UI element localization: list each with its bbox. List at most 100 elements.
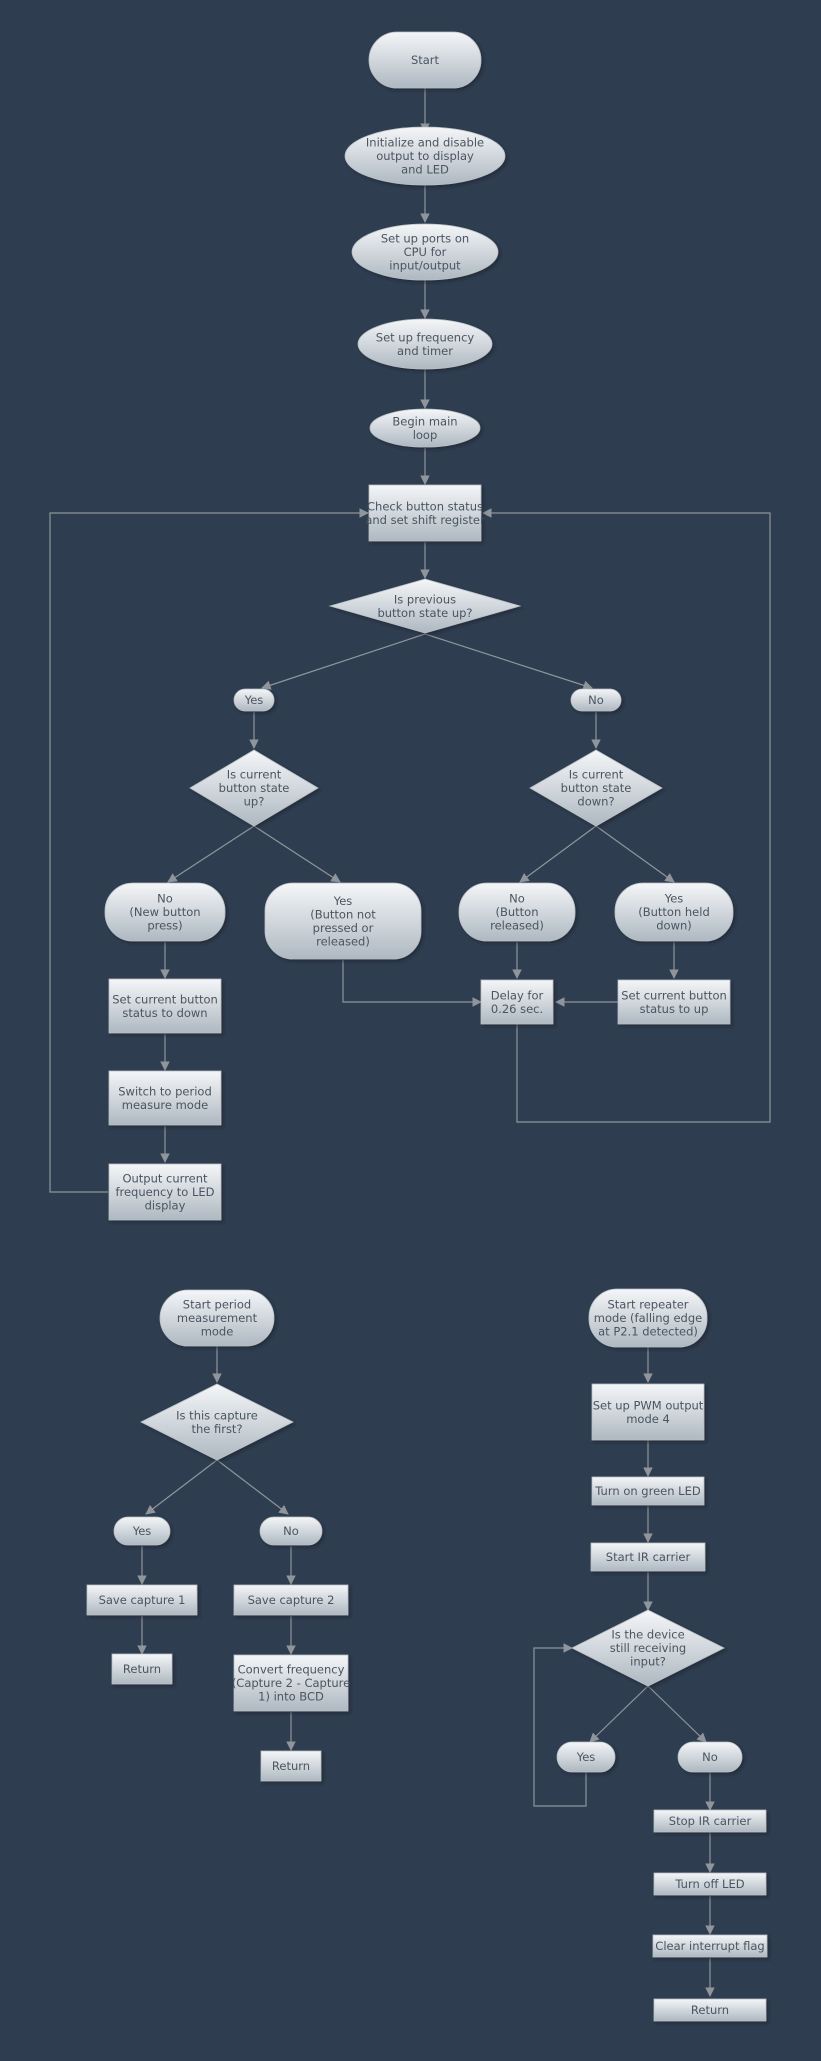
switch-period-node-text: Switch to period bbox=[118, 1084, 212, 1098]
edge-prevq-yes bbox=[261, 633, 426, 690]
delay-node-shape bbox=[480, 979, 554, 1025]
curr-down-decision-text: down? bbox=[577, 795, 614, 809]
repeater-start-node-text: at P2.1 detected) bbox=[598, 1325, 698, 1339]
main-loop-node-text: Begin main bbox=[392, 414, 457, 428]
released-node-shape bbox=[458, 882, 576, 942]
clear-flag-node-shape bbox=[652, 1934, 768, 1958]
green-led-node-shape bbox=[591, 1476, 705, 1506]
not-pressed-node-shape bbox=[264, 882, 422, 960]
convert-node-shape bbox=[233, 1654, 349, 1712]
return1-node-text: Return bbox=[123, 1662, 161, 1676]
period-no-label: No bbox=[259, 1516, 323, 1546]
start-node-text: Start bbox=[411, 53, 440, 67]
not-pressed-node-text: Yes bbox=[333, 894, 353, 908]
convert-node: Convert frequency(Capture 2 - Capture1) … bbox=[232, 1654, 350, 1712]
freq-timer-node-text: and timer bbox=[397, 344, 453, 358]
first-capture-decision-text: Is this capture bbox=[176, 1408, 258, 1422]
return1-node-shape bbox=[111, 1653, 173, 1685]
repeater-start-node-text: Start repeater bbox=[607, 1298, 688, 1312]
ports-node-text: Set up ports on bbox=[381, 232, 469, 246]
held-node-text: Yes bbox=[664, 892, 684, 906]
start-node-shape bbox=[368, 31, 482, 89]
convert-node-text: (Capture 2 - Capture bbox=[232, 1676, 350, 1690]
ports-node-text: input/output bbox=[389, 259, 461, 273]
prev-state-decision-text: button state up? bbox=[377, 606, 472, 620]
prev-state-decision-text: Is previous bbox=[394, 592, 456, 606]
curr-up-decision-text: button state bbox=[219, 781, 290, 795]
output-freq-node-text: Output current bbox=[122, 1172, 208, 1186]
new-press-node-text: press) bbox=[147, 919, 182, 933]
edge-firstq-yes bbox=[145, 1459, 218, 1515]
period-yes-label: Yes bbox=[113, 1516, 171, 1546]
edge-currupq-newpress bbox=[167, 825, 255, 883]
curr-down-decision-text: button state bbox=[561, 781, 632, 795]
edge-currupq-notpressed bbox=[253, 825, 341, 883]
ports-node-text: CPU for bbox=[404, 245, 447, 259]
repeater-yes-label: Yes bbox=[556, 1741, 616, 1773]
main-loop-node-text: loop bbox=[413, 428, 438, 442]
clear-flag-node: Clear interrupt flag bbox=[652, 1934, 768, 1958]
stop-ir-node-text: Stop IR carrier bbox=[669, 1814, 752, 1828]
set-down-node-shape bbox=[108, 978, 222, 1034]
delay-node-text: 0.26 sec. bbox=[491, 1002, 543, 1016]
prev-yes-label-text: Yes bbox=[244, 693, 264, 707]
edge-output-loopback bbox=[49, 508, 369, 1193]
led-off-node: Turn off LED bbox=[653, 1872, 767, 1896]
prev-no-label-shape bbox=[570, 688, 622, 712]
return2-node: Return bbox=[260, 1750, 322, 1782]
repeater-start-node-text: mode (falling edge bbox=[594, 1311, 702, 1325]
receiving-decision-text: Is the device bbox=[611, 1628, 684, 1642]
repeater-yes-label-shape bbox=[556, 1741, 616, 1773]
return1-node: Return bbox=[111, 1653, 173, 1685]
curr-up-decision-shape bbox=[189, 749, 319, 827]
init-node-text: output to display bbox=[376, 149, 474, 163]
held-node-text: (Button held bbox=[638, 905, 710, 919]
new-press-node-text: No bbox=[157, 892, 173, 906]
repeater-start-node-shape bbox=[588, 1288, 708, 1348]
switch-period-node-shape bbox=[108, 1070, 222, 1126]
main-loop-node-shape bbox=[369, 408, 481, 448]
save1-node-text: Save capture 1 bbox=[99, 1593, 186, 1607]
held-node-shape bbox=[614, 882, 734, 942]
prev-no-label: No bbox=[570, 688, 622, 712]
stop-ir-node: Stop IR carrier bbox=[653, 1809, 767, 1833]
edge-currdownq-held bbox=[595, 825, 675, 883]
freq-timer-node-text: Set up frequency bbox=[376, 330, 475, 344]
save2-node-text: Save capture 2 bbox=[248, 1593, 335, 1607]
edge-currdownq-released bbox=[519, 825, 597, 883]
curr-up-decision-text: Is current bbox=[227, 768, 282, 782]
set-up-node-shape bbox=[617, 979, 731, 1025]
curr-up-decision-text: up? bbox=[244, 795, 265, 809]
edge-ryes-loopback bbox=[533, 1643, 587, 1807]
first-capture-decision-text: the first? bbox=[191, 1422, 242, 1436]
period-start-node-text: measurement bbox=[177, 1311, 258, 1325]
return2-node-text: Return bbox=[272, 1759, 310, 1773]
prev-no-label-text: No bbox=[588, 693, 604, 707]
init-node-text: Initialize and disable bbox=[366, 136, 484, 150]
set-up-node-text: Set current button bbox=[621, 988, 727, 1002]
prev-yes-label-shape bbox=[233, 688, 275, 712]
check-button-node-shape bbox=[368, 484, 482, 542]
first-capture-decision-shape bbox=[140, 1383, 294, 1461]
pwm-node-text: Set up PWM output bbox=[593, 1398, 704, 1412]
output-freq-node-text: frequency to LED bbox=[115, 1185, 214, 1199]
led-off-node-text: Turn off LED bbox=[674, 1877, 744, 1891]
receiving-decision-text: still receiving bbox=[610, 1641, 686, 1655]
delay-node-text: Delay for bbox=[491, 988, 544, 1002]
main-flow-edges bbox=[49, 88, 771, 1193]
